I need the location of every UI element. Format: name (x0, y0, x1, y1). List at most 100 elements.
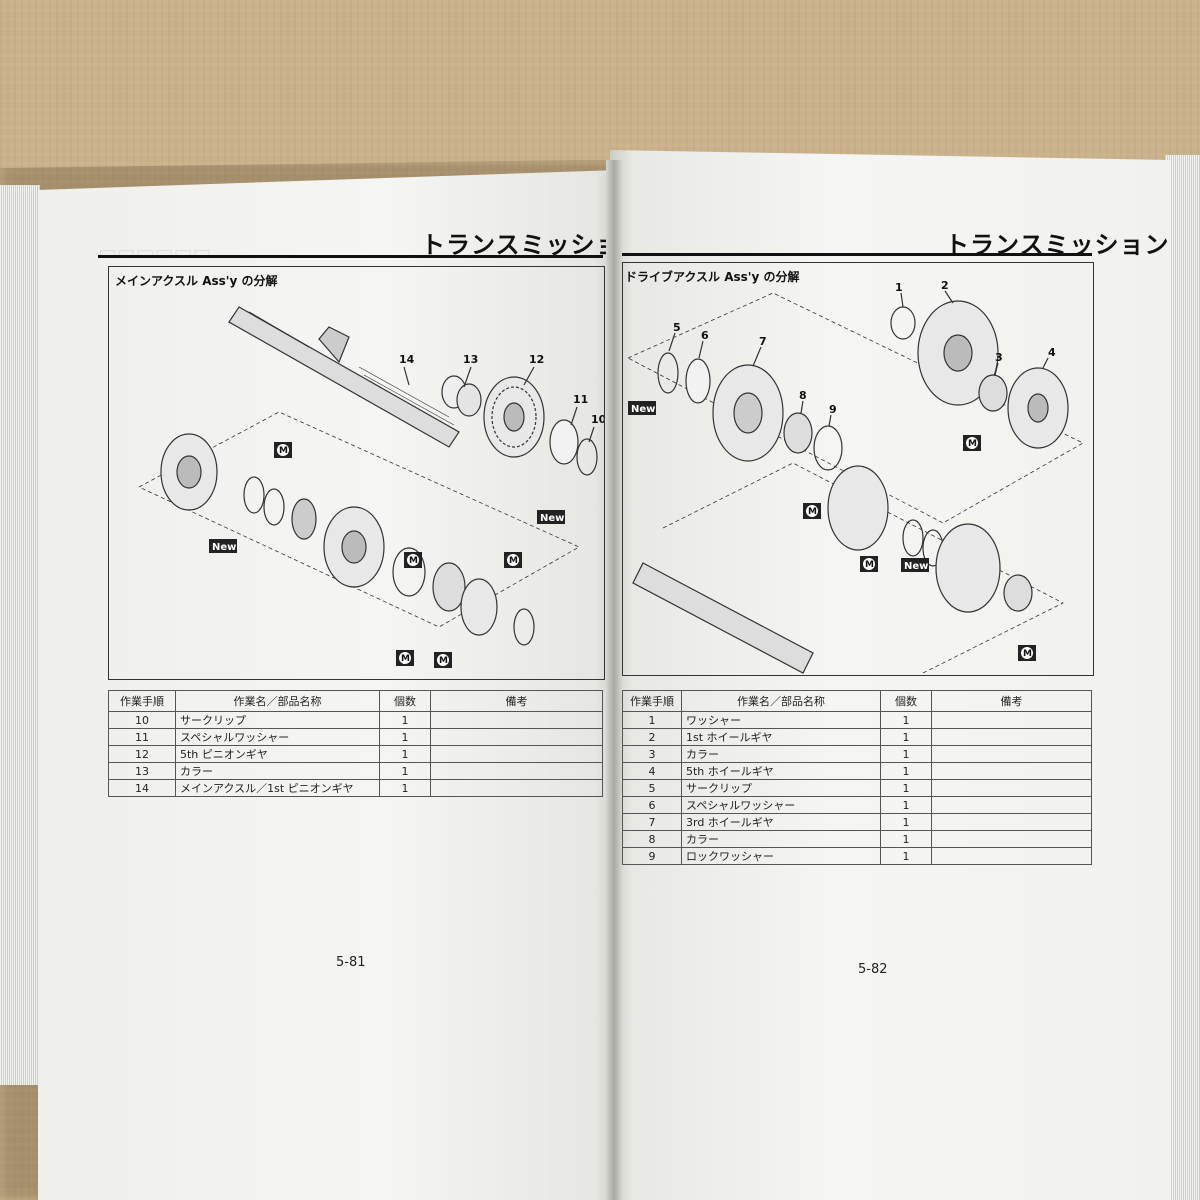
step-cell: 2 (622, 728, 682, 746)
part-name-cell: 1st ホイールギヤ (681, 728, 881, 746)
part-name-cell: サークリップ (175, 711, 380, 729)
step-cell: 12 (108, 745, 176, 763)
wheel-gear-2 (917, 300, 999, 406)
right-panel-title: ドライブアクスル Ass'y の分解 (625, 270, 800, 284)
part-name-cell: サークリップ (681, 779, 881, 797)
step-cell: 7 (622, 813, 682, 831)
part-name-cell: カラー (681, 745, 881, 763)
remarks-cell (430, 728, 603, 746)
remarks-cell (931, 830, 1092, 848)
callout-6: 6 (701, 329, 709, 342)
qty-cell: 1 (379, 745, 431, 763)
part-name-cell: 5th ピニオンギヤ (175, 745, 380, 763)
moly-tag: M (434, 652, 452, 668)
lock-washer-9 (813, 425, 843, 471)
step-cell: 10 (108, 711, 176, 729)
remarks-cell (430, 779, 603, 797)
remarks-cell (430, 762, 603, 780)
wheel-gear-4 (1007, 367, 1069, 449)
svg-text:M: M (968, 439, 977, 449)
circlip-10 (576, 438, 598, 476)
callout-1: 1 (895, 281, 903, 294)
moly-tag: M (404, 552, 422, 568)
collar-13 (441, 375, 482, 417)
part-name-cell: ワッシャー (681, 711, 881, 729)
callout-9: 9 (829, 403, 837, 416)
table-header-row: 作業手順 作業名／部品名称 個数 備考 (108, 690, 603, 712)
moly-tag: M (504, 552, 522, 568)
table-header-row: 作業手順 作業名／部品名称 個数 備考 (622, 690, 1092, 712)
remarks-cell (931, 711, 1092, 729)
header-qty: 個数 (379, 690, 431, 712)
washer-1 (890, 306, 916, 340)
header-part-name: 作業名／部品名称 (681, 690, 881, 712)
header-remarks: 備考 (931, 690, 1092, 712)
header-step: 作業手順 (108, 690, 176, 712)
lower-gear-stack (160, 433, 535, 646)
step-cell: 13 (108, 762, 176, 780)
svg-text:M: M (401, 654, 410, 664)
step-cell: 11 (108, 728, 176, 746)
part-name-cell: 3rd ホイールギヤ (681, 813, 881, 831)
moly-tag: M (803, 503, 821, 519)
left-title-rule (98, 255, 603, 258)
moly-tag: M (274, 442, 292, 458)
qty-cell: 1 (880, 830, 932, 848)
qty-cell: 1 (880, 796, 932, 814)
qty-cell: 1 (880, 745, 932, 763)
lower-gear (827, 465, 889, 551)
callout-8: 8 (799, 389, 807, 402)
qty-cell: 1 (379, 711, 431, 729)
step-cell: 1 (622, 711, 682, 729)
callout-11: 11 (573, 393, 588, 406)
qty-cell: 1 (880, 813, 932, 831)
lower-collar (1003, 574, 1033, 612)
step-cell: 4 (622, 762, 682, 780)
svg-text:M: M (409, 556, 418, 566)
remarks-cell (430, 745, 603, 763)
assembly-guide-outline-upper (627, 292, 1084, 524)
pinion-gear-12 (483, 376, 545, 458)
svg-text:M: M (1023, 649, 1032, 659)
callout-10: 10 (591, 413, 604, 426)
svg-text:New: New (904, 561, 928, 572)
remarks-cell (931, 728, 1092, 746)
qty-cell: 1 (880, 728, 932, 746)
part-name-cell: スペシャルワッシャー (681, 796, 881, 814)
part-name-cell: ロックワッシャー (681, 847, 881, 865)
svg-text:M: M (279, 446, 288, 456)
special-washer-6 (685, 358, 711, 404)
svg-text:New: New (631, 404, 655, 415)
callout-5: 5 (673, 321, 681, 334)
svg-text:M: M (865, 560, 874, 570)
header-remarks: 備考 (430, 690, 603, 712)
left-page-edges (0, 185, 40, 1085)
right-title-rule (622, 253, 1092, 256)
callout-13: 13 (463, 353, 478, 366)
remarks-cell (931, 779, 1092, 797)
remarks-cell (931, 813, 1092, 831)
left-section-title: トランスミッション (421, 231, 618, 259)
collar-3 (978, 374, 1008, 412)
svg-text:New: New (212, 542, 236, 553)
moly-tag: M (963, 435, 981, 451)
svg-text:New: New (540, 513, 564, 524)
header-qty: 個数 (880, 690, 932, 712)
callout-3: 3 (995, 351, 1003, 364)
qty-cell: 1 (379, 728, 431, 746)
right-page: トランスミッション ドライブアクスル Ass'y の分解 (610, 150, 1170, 1200)
qty-cell: 1 (880, 762, 932, 780)
step-cell: 6 (622, 796, 682, 814)
main-axle-exploded-diagram: 14 13 12 11 10 M M M M M New New (138, 306, 604, 668)
wheel-gear-7 (712, 364, 784, 462)
callout-12: 12 (529, 353, 544, 366)
